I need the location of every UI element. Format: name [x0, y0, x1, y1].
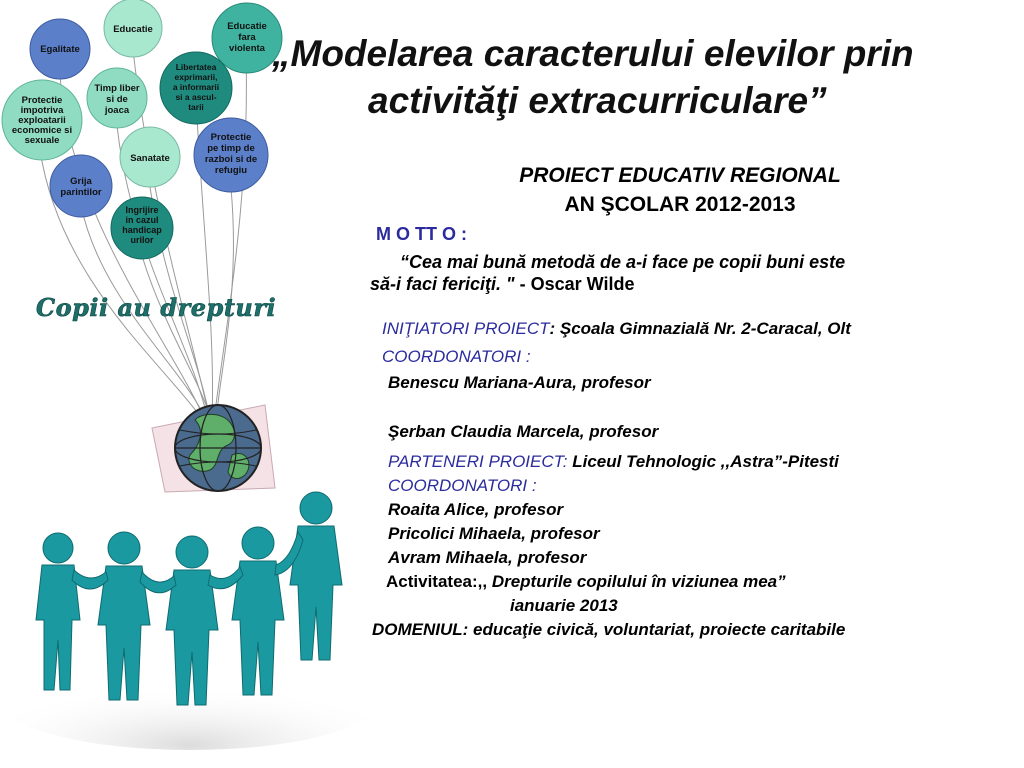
- initiators-label: INIŢIATORI PROIECT: [382, 319, 550, 338]
- domain-value: educaţie civică, voluntariat, proiecte c…: [468, 620, 846, 639]
- balloon-label: Sanatate: [130, 153, 170, 164]
- balloon-educatie: Educatie: [103, 0, 163, 58]
- domain-label: DOMENIUL:: [372, 620, 469, 639]
- partners: PARTENERI PROIECT: Liceul Tehnologic ,,A…: [388, 451, 839, 473]
- coordinator-2-person: Şerban Claudia Marcela, profesor: [388, 422, 659, 441]
- title-line-2: activităţi extracurriculare”: [368, 80, 827, 121]
- globe-icon: [151, 404, 276, 493]
- initiators: INIŢIATORI PROIECT: Şcoala Gimnazială Nr…: [382, 318, 851, 340]
- motto-quote-line-2: să-i faci fericiţi. ": [370, 274, 515, 294]
- partners-value: Liceul Tehnologic ,,Astra”-Pitesti: [567, 452, 839, 471]
- coordinator-4-person: Pricolici Mihaela, profesor: [388, 524, 600, 543]
- coordinators-1-label: COORDONATORI :: [382, 347, 531, 366]
- subtitle: PROIECT EDUCATIV REGIONAL AN ŞCOLAR 2012…: [450, 161, 910, 219]
- activity-date: ianuarie 2013: [510, 596, 618, 615]
- title-line-1: „Modelarea caracterului elevilor prin: [272, 33, 914, 74]
- activity-label: Activitatea:,,: [386, 572, 488, 591]
- coordinator-3-person: Roaita Alice, profesor: [388, 500, 564, 519]
- motto-quote-line-1: “Cea mai bună metodă de a-i face pe copi…: [400, 252, 846, 272]
- subtitle-line-2: AN ŞCOLAR 2012-2013: [564, 193, 796, 216]
- logo-text: Copii au drepturi: [36, 293, 276, 322]
- balloon-label: Egalitate: [40, 44, 80, 55]
- motto-quote: “Cea mai bună metodă de a-i face pe copi…: [370, 251, 845, 295]
- page-title: „Modelarea caracterului elevilor prin ac…: [272, 30, 1002, 124]
- balloon-sanatate: Sanatate: [119, 126, 181, 188]
- partners-label: PARTENERI PROIECT:: [388, 452, 568, 471]
- subtitle-line-1: PROIECT EDUCATIV REGIONAL: [519, 164, 841, 187]
- activity: Activitatea:,, Drepturile copilului în v…: [386, 571, 786, 593]
- activity-value: Drepturile copilului în viziunea mea”: [487, 572, 786, 591]
- initiators-value: : Şcoala Gimnazială Nr. 2-Caracal, Olt: [549, 319, 851, 338]
- motto-label: M O TT O :: [376, 224, 467, 244]
- motto-author: - Oscar Wilde: [514, 274, 635, 294]
- paper-chain-people-icon: [35, 491, 343, 706]
- coordinator-1-person: Benescu Mariana-Aura, profesor: [388, 373, 651, 392]
- coordinators-2-label: COORDONATORI :: [388, 476, 537, 495]
- balloon-egalitate: Egalitate: [29, 18, 91, 80]
- coordinator-5-person: Avram Mihaela, profesor: [388, 548, 587, 567]
- domain: DOMENIUL: educaţie civică, voluntariat, …: [372, 619, 845, 641]
- balloon-label: Educatie: [113, 24, 153, 35]
